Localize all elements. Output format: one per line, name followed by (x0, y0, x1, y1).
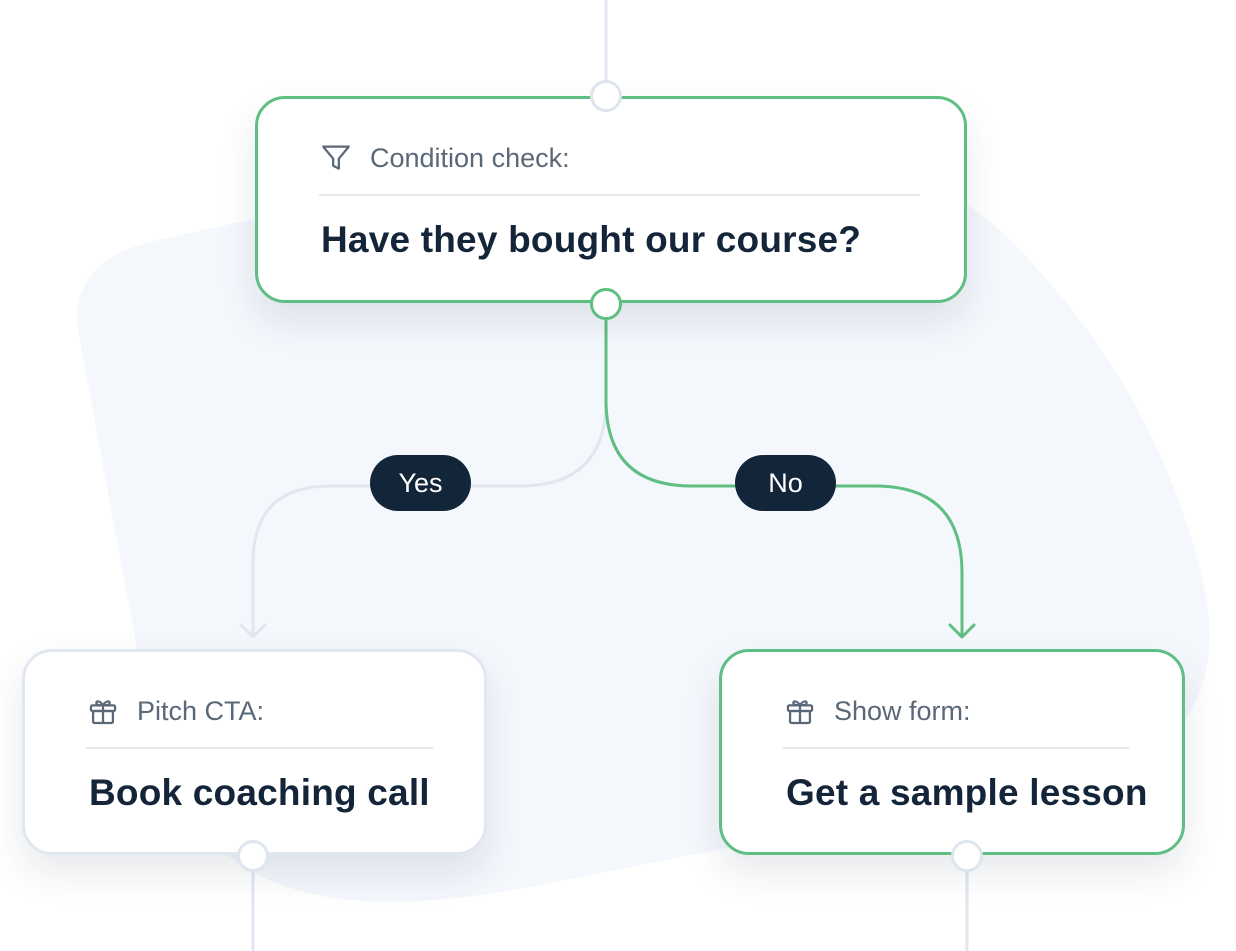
form-output-port[interactable] (951, 840, 983, 872)
form-card-header: Show form: (783, 694, 971, 728)
condition-input-port[interactable] (590, 80, 622, 112)
condition-card-header: Condition check: (319, 141, 570, 175)
pitch-card-title: Book coaching call (89, 772, 430, 813)
yes-branch-arrowhead (239, 623, 267, 639)
pitch-cta-card[interactable]: Pitch CTA: Book coaching call (22, 649, 487, 855)
form-card-divider (783, 747, 1129, 749)
pitch-output-port[interactable] (237, 840, 269, 872)
form-card-label: Show form: (834, 695, 971, 726)
show-form-card[interactable]: Show form: Get a sample lesson (719, 649, 1185, 855)
condition-card-divider (319, 194, 920, 196)
gift-icon (783, 694, 817, 728)
condition-output-port[interactable] (590, 288, 622, 320)
condition-card-label: Condition check: (370, 142, 570, 173)
yes-branch-pill[interactable]: Yes (370, 455, 471, 511)
condition-card-title: Have they bought our course? (321, 219, 862, 260)
pitch-card-header: Pitch CTA: (86, 694, 264, 728)
gift-icon (86, 694, 120, 728)
form-card-title: Get a sample lesson (786, 772, 1148, 813)
yes-branch-connector (251, 330, 608, 637)
pitch-card-divider (86, 747, 433, 749)
no-branch-pill[interactable]: No (735, 455, 836, 511)
no-branch-arrowhead (948, 623, 976, 639)
pitch-card-label: Pitch CTA: (137, 695, 265, 726)
condition-check-card[interactable]: Condition check: Have they bought our co… (255, 96, 967, 303)
filter-icon (319, 141, 353, 175)
